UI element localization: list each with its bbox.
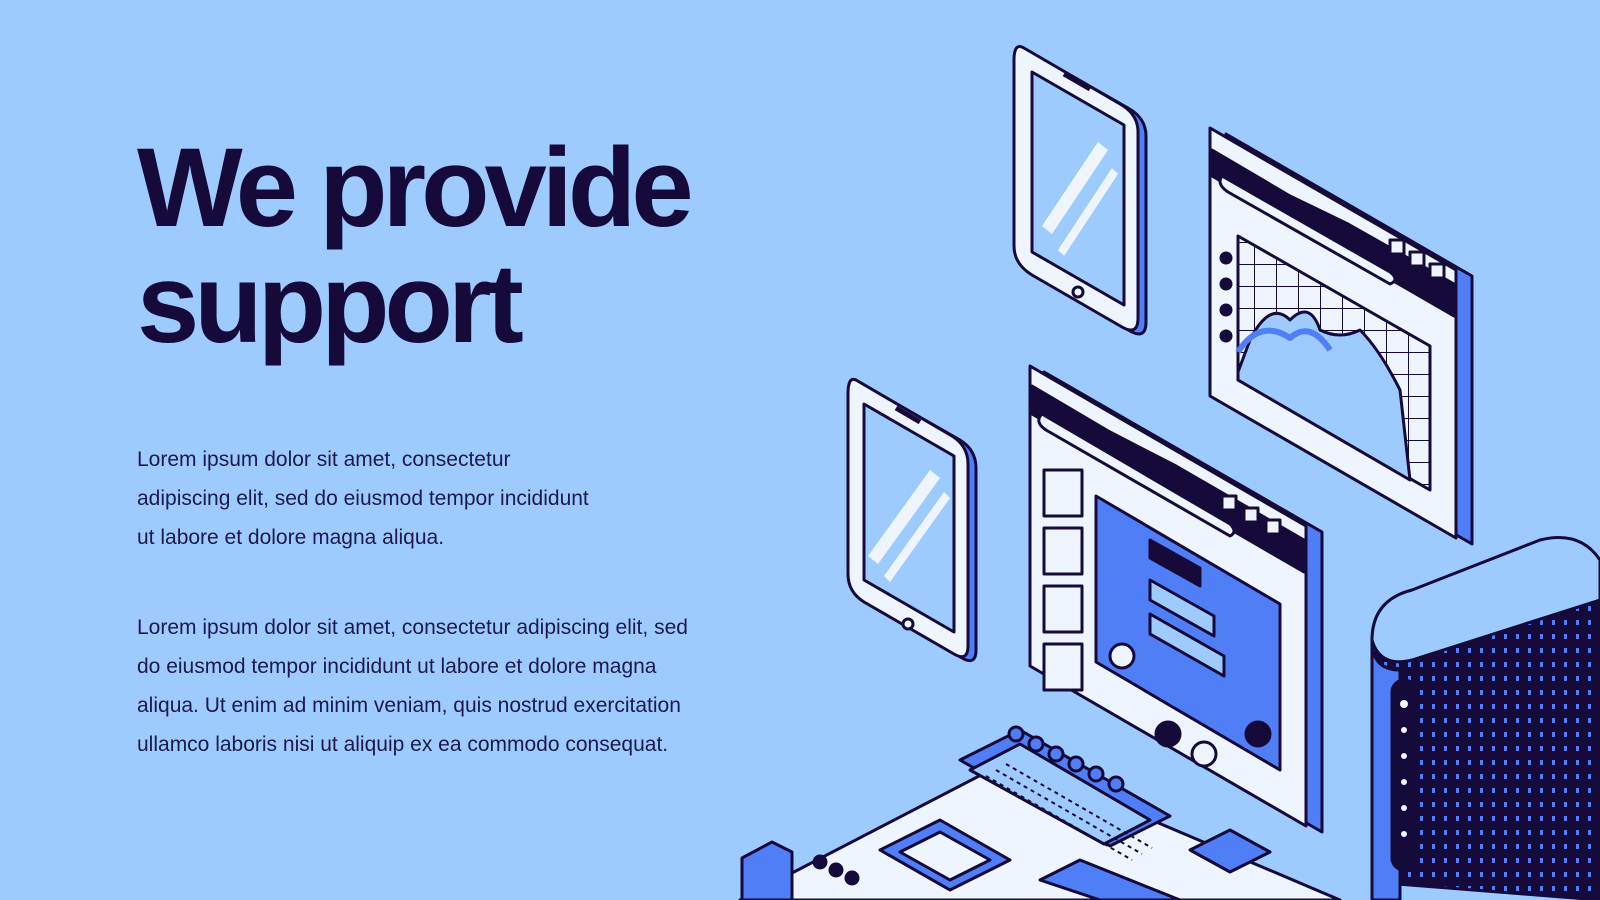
hero-title-line2: support	[137, 241, 524, 366]
hero-title-line1: We provide	[137, 125, 694, 250]
smartphone-icon	[1012, 45, 1148, 336]
hero-title: We provide support	[137, 130, 757, 362]
hero-paragraph-1: Lorem ipsum dolor sit amet, consectetur …	[137, 448, 589, 549]
browser-video-call-window-icon	[1028, 364, 1324, 834]
tablet-icon	[846, 377, 978, 663]
hero-paragraph-2: Lorem ipsum dolor sit amet, consectetur …	[137, 616, 688, 756]
tech-support-illustration	[738, 45, 1600, 900]
browser-chart-window-icon	[1208, 126, 1474, 546]
hero-text: We provide support Lorem ipsum dolor sit…	[137, 130, 757, 764]
router-icon	[1370, 536, 1600, 900]
motherboard-icon	[738, 725, 1342, 900]
